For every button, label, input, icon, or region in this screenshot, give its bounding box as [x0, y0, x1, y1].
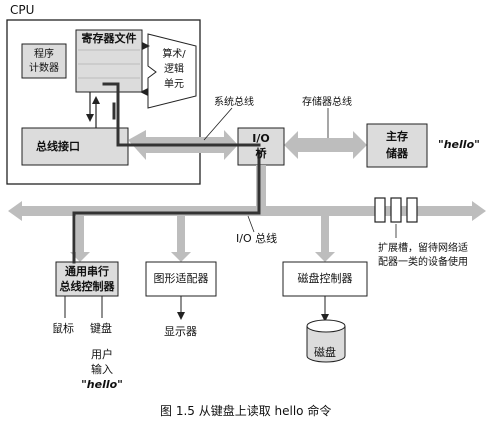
register-file-box [75, 29, 143, 93]
program-counter-box [21, 43, 67, 79]
main-memory-label-line2: 储器 [386, 147, 408, 160]
io-bus [8, 201, 486, 221]
pc-label-line2: 计数器 [29, 63, 59, 74]
disk-connector [315, 216, 335, 262]
pc-label-line1: 程序 [34, 49, 54, 60]
main-memory-contents: "hello" [438, 138, 480, 151]
expansion-slots-icon [374, 197, 418, 223]
register-file-label: 寄存器文件 [81, 32, 137, 45]
graphics-connector [171, 216, 191, 262]
figure-caption: 图 1.5 从键盘上读取 hello 命令 [160, 404, 332, 418]
disk-icon [306, 319, 346, 363]
io-bus-leader [247, 215, 255, 233]
usb-controller-label-line1: 通用串行 [65, 265, 109, 278]
graphics-adapter-box [145, 261, 217, 297]
mouse-label: 鼠标 [52, 322, 74, 335]
disk-controller-label: 磁盘控制器 [297, 272, 353, 285]
main-memory-label-line1: 主存 [386, 130, 408, 143]
usb-controller-label-line2: 总线控制器 [59, 280, 115, 293]
data-path [72, 82, 261, 264]
alu-shape [147, 33, 197, 109]
keyboard-label: 键盘 [90, 322, 112, 335]
user-input-label-line1: 用户 [91, 348, 113, 361]
io-bridge-label-line1: I/O [252, 132, 270, 145]
cpu-label: CPU [10, 3, 35, 17]
display-label: 显示器 [164, 325, 197, 338]
memory-bus [284, 131, 367, 159]
io-bridge-label-line2: 桥 [255, 147, 267, 160]
bus-interface-label: 总线接口 [36, 140, 80, 153]
expansion-slots-label-line2: 配器一类的设备使用 [378, 257, 468, 268]
user-input-value: "hello" [81, 378, 123, 391]
usb-connector [70, 216, 90, 262]
user-input-label-line2: 输入 [91, 363, 113, 376]
system-bus-label: 系统总线 [214, 97, 254, 108]
cpu-boundary [6, 19, 201, 185]
graphics-adapter-label: 图形适配器 [153, 272, 209, 285]
memory-bus-label: 存储器总线 [302, 97, 352, 108]
usb-controller-box [55, 261, 119, 297]
alu-label-line1: 算术/ [162, 49, 186, 60]
alu-label-line2: 逻辑 [164, 64, 184, 75]
io-bus-label: I/O 总线 [236, 232, 278, 245]
expansion-slots-label-line1: 扩展槽，留待网络适 [378, 243, 468, 254]
system-bus-leader [203, 107, 233, 141]
main-memory-box [366, 123, 428, 168]
disk-label: 磁盘 [314, 346, 336, 359]
alu-label-line3: 单元 [164, 79, 184, 90]
bus-interface-box [21, 127, 129, 166]
